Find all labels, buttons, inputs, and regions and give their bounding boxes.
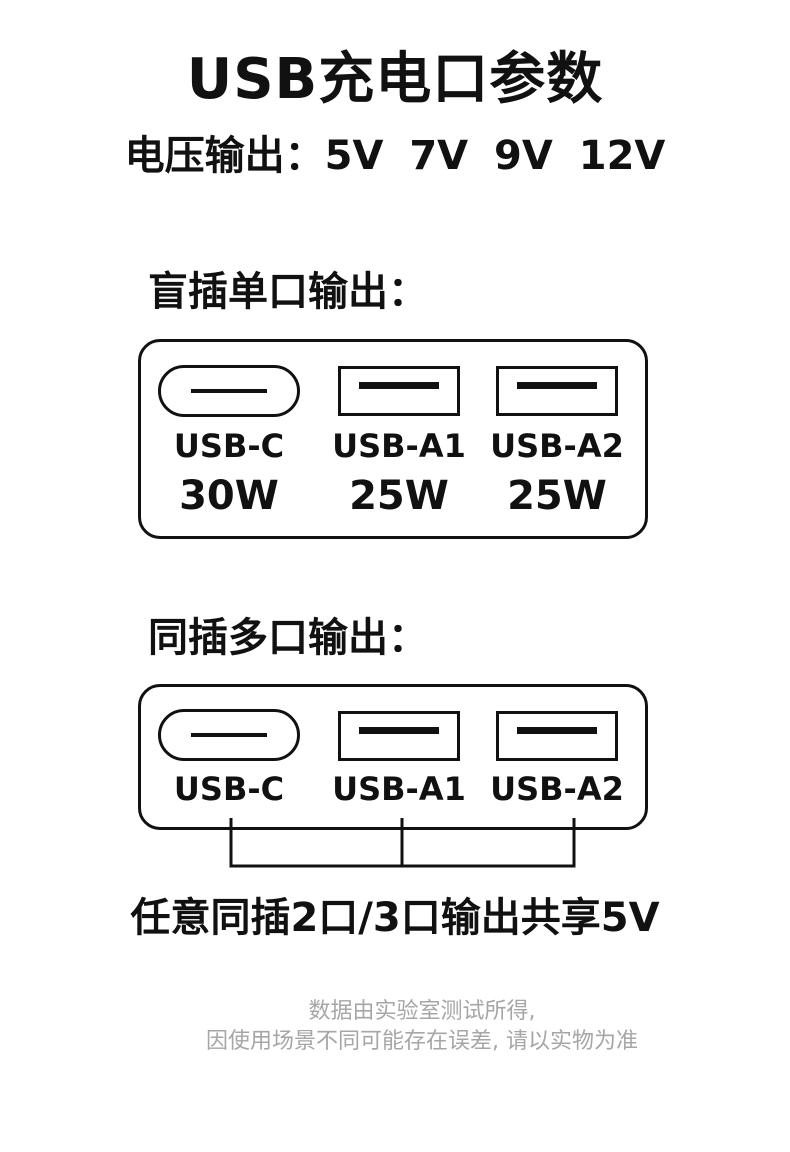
single-port-panel: USB-C USB-A1 USB-A2 30W 25W 25W [138, 339, 648, 539]
disclaimer-line-2: 因使用场景不同可能存在误差, 请以实物为准 [206, 1029, 638, 1054]
multi-port-panel: USB-C USB-A1 USB-A2 [138, 684, 648, 830]
usb-a-port-icon [496, 366, 618, 416]
shared-output-note: 任意同插2口/3口输出共享5V [130, 895, 660, 941]
port-label-usb-a1: USB-A1 [332, 427, 466, 465]
multi-port-section-title: 同插多口输出： [148, 615, 428, 661]
port-label-usb-a2: USB-A2 [490, 770, 624, 808]
usb-a-port-icon [338, 711, 460, 761]
voltage-values: 5V 7V 9V 12V [324, 133, 666, 179]
port-watt-usb-a2: 25W [507, 473, 607, 519]
usb-c-port-icon [158, 709, 300, 761]
usb-a-port-icon [338, 366, 460, 416]
page-title: USB充电口参数 [186, 47, 604, 112]
usb-c-port-icon [158, 365, 300, 417]
port-watt-usb-c: 30W [179, 473, 279, 519]
port-label-usb-a2: USB-A2 [490, 427, 624, 465]
voltage-label: 电压输出： [124, 133, 325, 179]
single-port-section-title: 盲插单口输出： [148, 269, 428, 315]
port-label-usb-c: USB-C [173, 770, 285, 808]
disclaimer-line-1: 数据由实验室测试所得, [308, 999, 536, 1024]
port-label-usb-c: USB-C [173, 427, 285, 465]
voltage-output-line: 电压输出：5V 7V 9V 12V [0, 128, 790, 184]
port-label-usb-a1: USB-A1 [332, 770, 466, 808]
port-watt-usb-a1: 25W [349, 473, 449, 519]
usb-a-port-icon [496, 711, 618, 761]
